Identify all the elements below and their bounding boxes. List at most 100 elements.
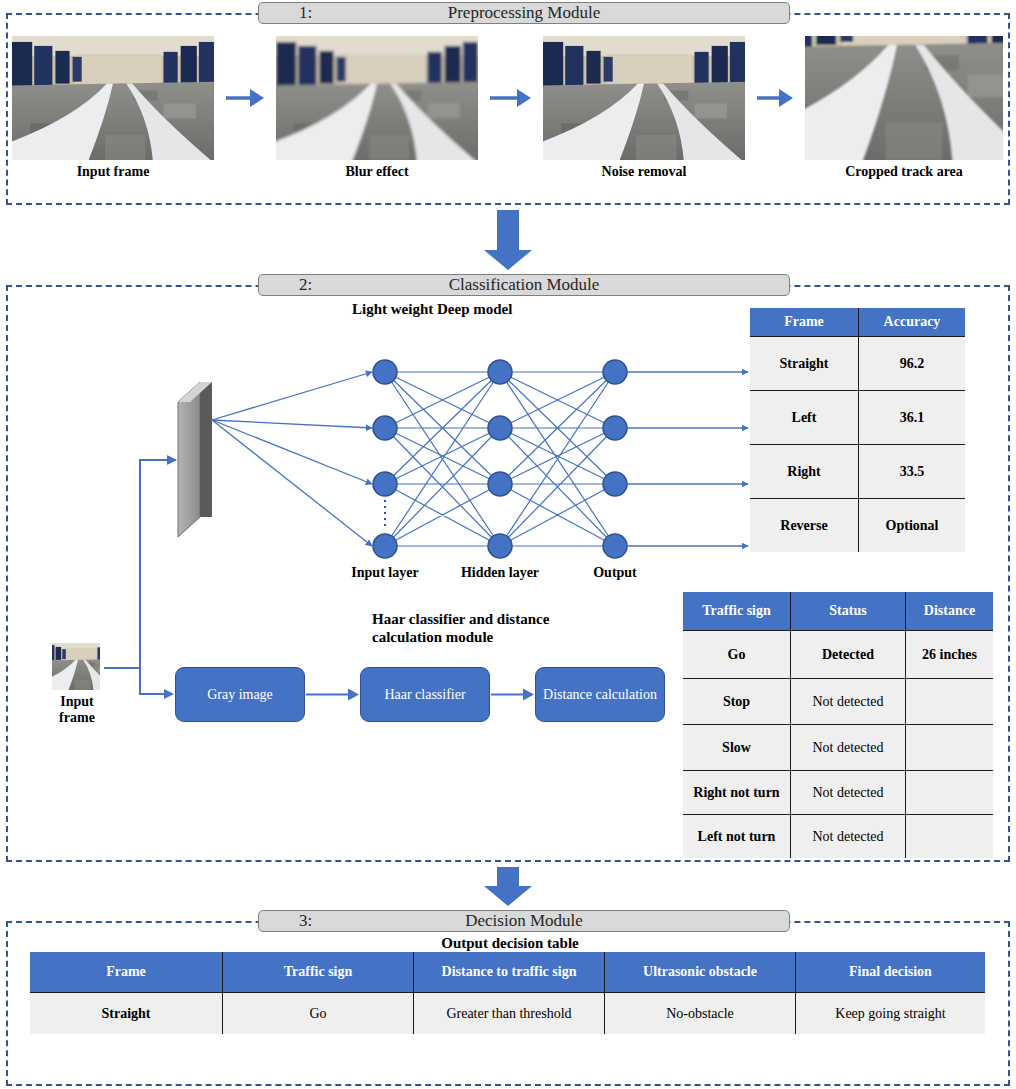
table-text: Status [829,603,866,619]
section-label: Output decision table [380,934,640,952]
section-label: Light weight Deep model [352,300,552,318]
connector-arrow [491,689,534,701]
table-cell: Go [222,992,413,1034]
table-cell: 36.1 [858,390,965,444]
table-header-cell: Traffic sign [222,952,413,992]
table-text: Keep going straight [835,1006,945,1022]
process-box: Gray image [175,667,305,722]
table-cell [905,814,993,858]
box-text: Haar classifier [384,686,465,703]
table-text: Stop [723,694,750,710]
arrow-head [348,689,359,701]
connector-line [490,96,518,100]
table-text: Not detected [812,694,883,710]
image-frame: Noise removal [543,36,745,186]
table-cell: Left not turn [683,814,790,858]
table-text: Detected [822,647,874,663]
table-text: Not detected [812,740,883,756]
table-cell: Not detected [790,814,905,858]
table-cell: 96.2 [858,336,965,390]
block-arrow [484,210,532,270]
section-label: Input layer [335,564,435,582]
arrow-head [250,89,264,107]
table-text: Greater than threshold [446,1006,571,1022]
connector-line [491,694,524,696]
table-text: Slow [722,740,751,756]
table-text: Optional [886,518,939,534]
slab-to-input-lines [212,372,372,546]
process-box: Haar classifier [360,667,490,722]
image-frame: Cropped track area [805,36,1003,186]
connector-line [104,668,165,694]
table-cell: Left [750,390,858,444]
block-arrow [484,867,532,906]
traffic-sign-table: Traffic sign Status DistanceGo Detected 26 i… [683,592,993,858]
table-text: Go [728,647,746,663]
table-cell [905,724,993,770]
arrow-head [517,89,531,107]
table-cell: Reverse [750,498,858,552]
connector-line [226,96,251,100]
connector-arrow [757,89,793,107]
table-cell: Optional [858,498,965,552]
table-text: Right not turn [693,785,779,801]
table-cell: No-obstacle [604,992,795,1034]
neuron [373,360,627,558]
table-text: 96.2 [900,356,925,372]
table-text: Distance [924,603,975,619]
output-arrows [627,372,748,546]
track-photo-cropped [741,0,1016,175]
table-header-cell: Traffic sign [683,592,790,630]
connector-arrow [104,668,174,699]
table-cell: Right [750,444,858,498]
table-cell: Not detected [790,678,905,724]
connector-line [757,96,780,100]
table-text: 26 inches [922,647,977,663]
table-text: No-obstacle [666,1006,734,1022]
table-cell: 26 inches [905,630,993,678]
table-cell: Greater than threshold [413,992,604,1034]
table-header-cell: Distance to traffic sign [413,952,604,992]
table-text: Traffic sign [284,964,353,980]
track-photo-blurred [266,26,488,170]
module-header: 2:Classification Module [258,274,790,296]
module-title: Classification Module [259,275,789,295]
module-title: Decision Module [259,911,789,931]
image-caption: Noise removal [543,164,745,180]
track-photo-denoised [533,26,755,170]
table-header-cell: Status [790,592,905,630]
decision-table: FrameTraffic signDistance to traffic sig… [30,952,985,1034]
table-text: Straight [780,356,829,372]
table-cell: Keep going straight [795,992,985,1034]
table-text: Not detected [812,785,883,801]
arrow-head [523,689,534,701]
table-header-cell: Distance [905,592,993,630]
ellipsis-dots [384,500,386,530]
connector-line [306,694,349,696]
table-cell: Slow [683,724,790,770]
module-number: 3: [299,911,312,931]
connector-arrow [226,89,264,107]
table-text: Left [792,410,817,426]
table-text: Straight [102,1006,151,1022]
table-cell [905,770,993,814]
connector-arrow [484,210,532,270]
image-caption: Input frame [12,164,214,180]
table-cell: Not detected [790,770,905,814]
track-photo [2,26,224,170]
input-split-line [140,460,176,668]
module-header: 1:Preprocessing Module [258,2,790,24]
table-text: Final decision [849,964,932,980]
accuracy-table: FrameAccuracyStraight96.2Left36.1Right33… [750,308,965,552]
section-label: Hidden layer [450,564,550,582]
table-cell: Detected [790,630,905,678]
table-text: Left not turn [698,829,776,845]
image-frame: Input frame [50,643,104,739]
module-header: 3:Decision Module [258,910,790,932]
table-header-cell: Final decision [795,952,985,992]
image-caption: Input frame [50,694,104,726]
module-number: 2: [299,275,312,295]
network-weights [385,372,615,546]
input-frame-thumbnail [35,637,121,694]
connector-arrow [306,689,359,701]
